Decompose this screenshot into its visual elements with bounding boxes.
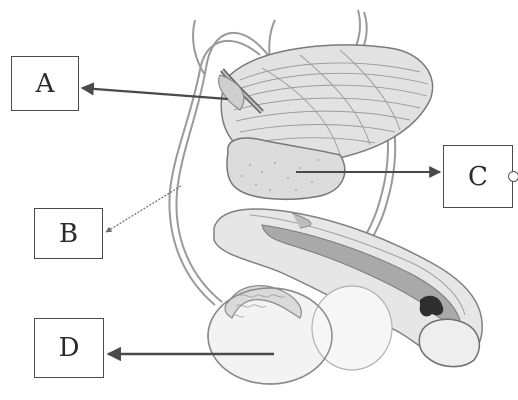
label-box-c: C <box>443 145 513 208</box>
label-b-text: B <box>59 219 78 249</box>
label-c-text: C <box>468 162 488 192</box>
label-box-a: A <box>11 56 79 111</box>
label-a-text: A <box>36 69 55 99</box>
label-box-d: D <box>34 318 104 378</box>
box-c-notch <box>508 171 518 182</box>
label-box-b: B <box>34 208 103 259</box>
arrow-a <box>82 88 228 99</box>
glans <box>419 319 479 366</box>
label-d-text: D <box>59 333 80 363</box>
